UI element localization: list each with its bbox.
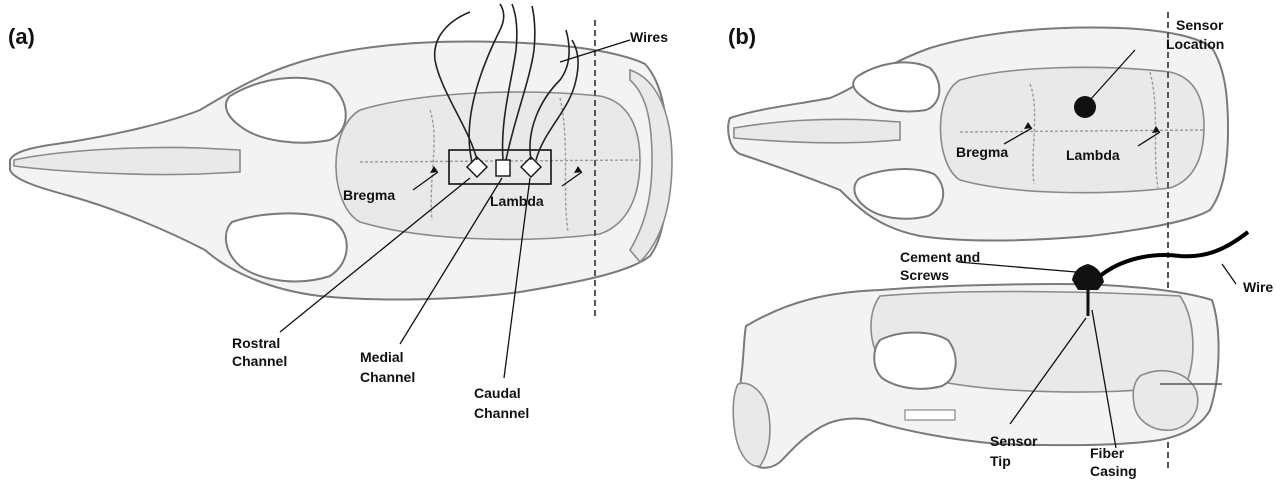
panel-b: (b) Sensor Location Bregma Lambda	[728, 12, 1273, 479]
fiber-label-2: Casing	[1090, 463, 1137, 479]
cement-label-1: Cement and	[900, 249, 980, 265]
bregma-label-a: Bregma	[343, 187, 395, 203]
wires-label: Wires	[630, 29, 668, 45]
teeth	[905, 410, 955, 420]
sensor-location-marker	[1074, 96, 1096, 118]
lambda-label-b: Lambda	[1066, 147, 1120, 163]
rostral-label-1: Rostral	[232, 335, 280, 351]
fiber-label-1: Fiber	[1090, 445, 1125, 461]
cement-mound	[1072, 264, 1104, 290]
sensor-tip-label-1: Sensor	[990, 433, 1038, 449]
panel-a-tag: (a)	[8, 24, 35, 49]
sensor-tip-label-2: Tip	[990, 453, 1011, 469]
bregma-label-b: Bregma	[956, 144, 1008, 160]
braincase-b	[940, 67, 1204, 192]
caudal-label-2: Channel	[474, 405, 529, 421]
cement-label-2: Screws	[900, 267, 949, 283]
medial-channel-marker	[496, 160, 510, 176]
lambda-label-a: Lambda	[490, 193, 544, 209]
caudal-label-1: Caudal	[474, 385, 521, 401]
lateral-orbit	[874, 333, 955, 389]
ear-bulla	[1133, 371, 1197, 430]
medial-label-1: Medial	[360, 349, 404, 365]
panel-b-tag: (b)	[728, 24, 756, 49]
sensor-location-label-2: Location	[1166, 36, 1224, 52]
wire-leader	[1222, 264, 1236, 284]
medial-label-2: Channel	[360, 369, 415, 385]
wire-label: Wire	[1243, 279, 1273, 295]
panel-a: (a)	[8, 4, 672, 421]
rostral-label-2: Channel	[232, 353, 287, 369]
sensor-location-label-1: Sensor	[1176, 17, 1224, 33]
